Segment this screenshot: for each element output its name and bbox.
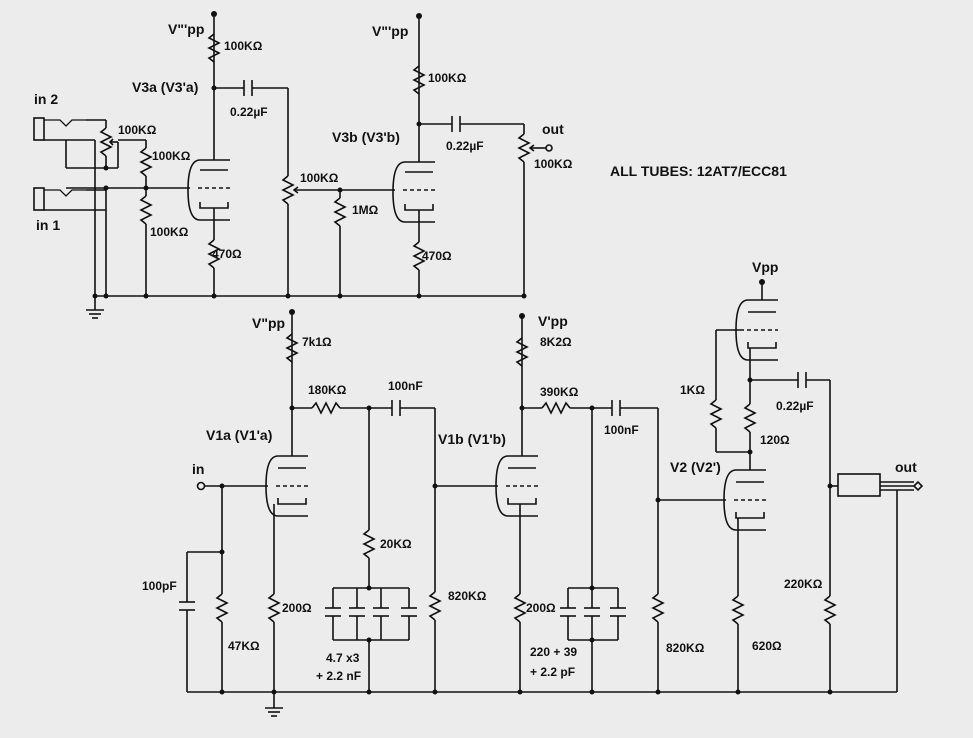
tube-v3a <box>187 159 230 221</box>
output-jack <box>837 473 924 497</box>
label-r-7k1: 7k1Ω <box>302 335 332 349</box>
tube-v1a <box>265 455 308 517</box>
label-rk-v3b: 470Ω <box>422 249 452 263</box>
label-r-390k: 390KΩ <box>540 385 579 399</box>
r-top2 <box>412 65 426 95</box>
tube-v2-upper <box>735 299 778 361</box>
cap-bank-b <box>560 587 626 641</box>
label-r-1k: 1KΩ <box>680 383 705 397</box>
label-vpp-top2: V"'pp <box>372 23 408 39</box>
c-100p <box>179 601 195 611</box>
label-r-120: 120Ω <box>760 433 790 447</box>
jack-in2 <box>33 117 95 141</box>
c-top1 <box>243 80 253 96</box>
label-r-620: 620Ω <box>752 639 782 653</box>
label-in-bottom: in <box>192 461 204 477</box>
label-c-100n-a: 100nF <box>388 379 423 393</box>
r-220k <box>823 595 837 625</box>
rk-v3a <box>207 239 221 269</box>
r-620 <box>731 595 745 625</box>
label-pot-mid: 100KΩ <box>300 171 339 185</box>
r-7k1 <box>285 333 299 363</box>
label-out-bottom: out <box>895 459 917 475</box>
label-cap-bank-b-2: + 2.2 pF <box>530 665 575 679</box>
label-v2: V2 (V2') <box>670 459 721 475</box>
r-grid-a <box>139 140 153 188</box>
r-180k <box>311 401 341 415</box>
label-vpp-v1b: V'pp <box>538 313 568 329</box>
label-vpp-top1: V"'pp <box>168 21 204 37</box>
r-20k <box>362 529 376 559</box>
label-v1a: V1a (V1'a) <box>206 427 272 443</box>
label-rk-v1b: 200Ω <box>526 601 556 615</box>
label-r-1m: 1MΩ <box>352 203 379 217</box>
pot-out <box>517 133 553 296</box>
r-820k-b <box>651 593 665 623</box>
r-47k <box>215 593 229 623</box>
label-c-top1: 0.22µF <box>230 105 268 119</box>
r-8k2 <box>515 337 529 367</box>
pot-mid <box>281 175 340 296</box>
label-c-100n-b: 100nF <box>604 423 639 437</box>
pot-in2 <box>99 120 119 168</box>
label-v3a: V3a (V3'a) <box>132 79 198 95</box>
label-r-820k-b: 820KΩ <box>666 641 705 655</box>
rk-v1b <box>513 593 527 623</box>
label-pot-out: 100KΩ <box>534 157 573 171</box>
r-grid-b <box>139 188 153 296</box>
label-all-tubes: ALL TUBES: 12AT7/ECC81 <box>610 163 787 179</box>
label-v3b: V3b (V3'b) <box>332 129 400 145</box>
label-r-820k-a: 820KΩ <box>448 589 487 603</box>
label-r-8k2: 8K2Ω <box>540 335 572 349</box>
label-vpp-v1a: V"pp <box>252 315 285 331</box>
r-390k <box>541 401 571 415</box>
rk-v3b <box>412 241 426 271</box>
ground-symbol-bottom <box>265 692 283 717</box>
label-r-47k: 47KΩ <box>228 639 260 653</box>
label-out-top: out <box>542 121 564 137</box>
c-100n-a <box>391 400 401 416</box>
r-820k-a <box>428 591 442 621</box>
label-c-top2: 0.22µF <box>446 139 484 153</box>
c-100n-b <box>611 400 621 416</box>
label-cap-bank-a-1: 4.7 x3 <box>326 651 360 665</box>
tube-v3b <box>392 161 435 223</box>
c-022-bottom <box>797 372 807 388</box>
label-r-20k: 20KΩ <box>380 537 412 551</box>
label-pot-in2: 100KΩ <box>118 123 157 137</box>
label-c-022-bottom: 0.22µF <box>776 399 814 413</box>
r-1m <box>333 190 347 296</box>
label-r-top2: 100KΩ <box>428 71 467 85</box>
r-top1 <box>207 33 221 63</box>
rk-v1a <box>267 593 281 623</box>
label-c-100p: 100pF <box>142 579 177 593</box>
tube-v2 <box>723 469 766 531</box>
ground-symbol-top <box>86 296 104 319</box>
r-120 <box>743 403 757 433</box>
cap-bank-a <box>325 587 417 641</box>
label-r-220k: 220KΩ <box>784 577 823 591</box>
tube-v1b <box>495 455 538 517</box>
label-r-top1: 100KΩ <box>224 39 263 53</box>
label-vpp-v2: Vpp <box>752 259 778 275</box>
c-top2 <box>451 116 461 132</box>
label-cap-bank-a-2: + 2.2 nF <box>316 669 361 683</box>
label-cap-bank-b-1: 220 + 39 <box>530 645 577 659</box>
r-1k <box>709 399 723 429</box>
label-r-grid-b: 100KΩ <box>150 225 189 239</box>
label-rk-v1a: 200Ω <box>282 601 312 615</box>
label-r-grid-a: 100KΩ <box>152 149 191 163</box>
label-v1b: V1b (V1'b) <box>438 431 506 447</box>
label-in1: in 1 <box>36 217 60 233</box>
label-r-180k: 180KΩ <box>308 383 347 397</box>
label-rk-v3a: 470Ω <box>212 247 242 261</box>
label-in2: in 2 <box>34 91 58 107</box>
